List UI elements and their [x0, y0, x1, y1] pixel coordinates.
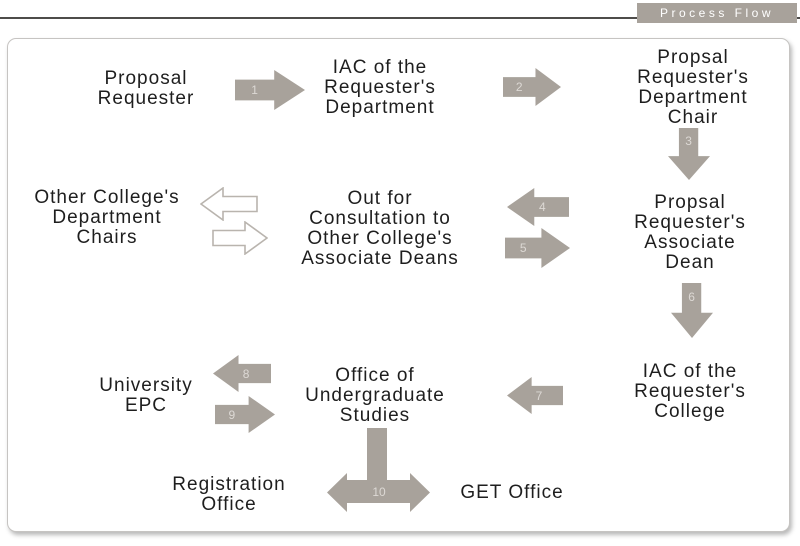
node-university-epc: University EPC	[99, 375, 193, 416]
arrow-1-number: 1	[251, 83, 258, 97]
arrow-4-number: 4	[538, 200, 546, 214]
arrow-6-number: 6	[688, 289, 695, 304]
arrow-10-number: 10	[372, 485, 386, 499]
split-arrow-shape	[327, 428, 430, 512]
consultation-arrow-right-icon	[212, 221, 268, 255]
arrow-7-number: 7	[535, 388, 543, 403]
arrow-5-number: 5	[519, 241, 527, 255]
consultation-arrow-left-icon	[200, 187, 258, 221]
header-rule	[0, 17, 800, 19]
flow-arrow-split-10-icon: 10	[327, 428, 431, 513]
node-iac-requesters-department: IAC of the Requester's Department	[324, 57, 436, 118]
node-office-of-undergraduate-studies: Office of Undergraduate Studies	[305, 365, 445, 426]
arrow-8-number: 8	[242, 366, 250, 381]
node-get-office: GET Office	[460, 482, 564, 503]
node-registration-office: Registration Office	[172, 474, 286, 515]
node-propsal-requesters-associate-dean: Propsal Requester's Associate Dean	[634, 192, 746, 273]
node-out-for-consultation: Out for Consultation to Other College's …	[301, 188, 459, 269]
diagram-card	[7, 38, 790, 532]
page-title: Process Flow	[637, 3, 797, 23]
arrow-9-number: 9	[228, 407, 236, 422]
arrow-2-number: 2	[515, 80, 523, 94]
node-propsal-requesters-department-chair: Propsal Requester's Department Chair	[637, 47, 749, 128]
node-iac-requesters-college: IAC of the Requester's College	[634, 361, 746, 422]
node-other-colleges-department-chairs: Other College's Department Chairs	[34, 187, 180, 248]
arrow-3-number: 3	[685, 134, 692, 148]
node-proposal-requester: Proposal Requester	[97, 68, 195, 109]
